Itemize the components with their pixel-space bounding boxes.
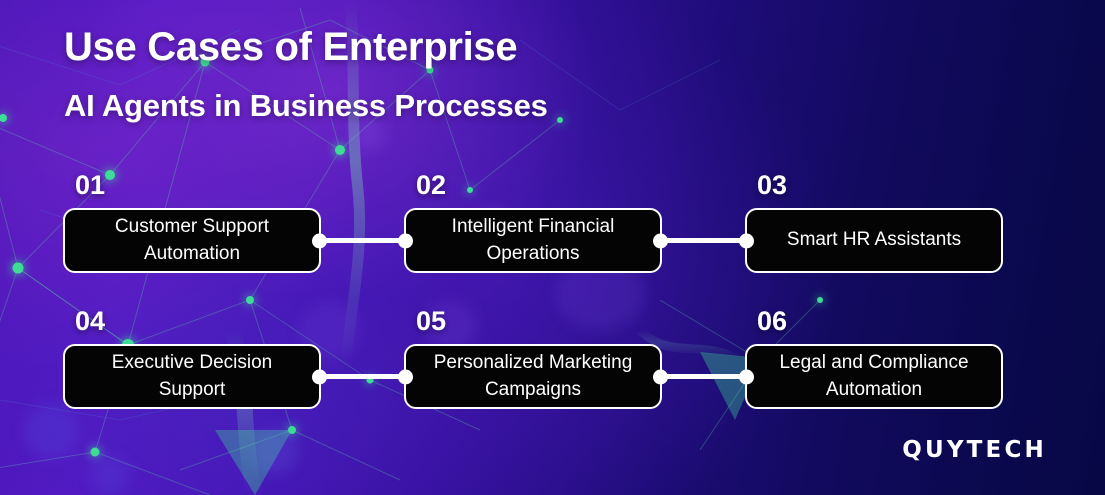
card-number-04: 04 <box>75 306 106 336</box>
card-number-06: 06 <box>757 306 788 336</box>
card-label-line-1: Customer Support <box>114 216 270 238</box>
connector-01-02 <box>317 238 413 243</box>
connector-dot-left <box>398 233 413 248</box>
card-number-02: 02 <box>416 170 447 200</box>
connector-02-03 <box>657 238 753 243</box>
bokeh-glow <box>90 455 130 495</box>
quytech-logo: QUYTECH <box>902 437 1047 463</box>
card-legal-and-compliance-automation[interactable]: Legal and Compliance Automation <box>739 344 1003 409</box>
card-label: Legal and Compliance Automation <box>779 350 968 402</box>
connector-dot-left <box>739 369 754 384</box>
card-03-wrapper: 03 Smart HR Assistants <box>739 170 1003 273</box>
card-label-line-1: Personalized Marketing <box>433 352 633 374</box>
card-label: Executive Decision Support <box>112 350 273 402</box>
card-label-line-1: Legal and Compliance <box>779 352 969 374</box>
title-line-1: Use Cases of Enterprise <box>64 25 518 69</box>
connector-dot-right <box>653 233 668 248</box>
bokeh-glow <box>24 404 78 458</box>
card-01-wrapper: 01 Customer Support Automation <box>63 170 327 273</box>
page-title: Use Cases of Enterprise AI Agents in Bus… <box>64 26 548 123</box>
card-label-line-2: Support <box>158 378 226 400</box>
card-label-line-1: Smart HR Assistants <box>786 229 962 251</box>
card-intelligent-financial-operations[interactable]: Intelligent Financial Operations <box>398 208 668 273</box>
connector-dot-right <box>653 369 668 384</box>
connector-dot-right <box>312 369 327 384</box>
connector-dot-left <box>739 233 754 248</box>
card-customer-support-automation[interactable]: Customer Support Automation <box>63 208 327 273</box>
card-04-wrapper: 04 Executive Decision Support <box>63 306 327 409</box>
card-executive-decision-support[interactable]: Executive Decision Support <box>63 344 327 409</box>
card-label: Intelligent Financial Operations <box>452 214 615 266</box>
title-line-2: AI Agents in Business Processes <box>64 88 548 123</box>
card-label-line-1: Intelligent Financial <box>451 216 615 238</box>
card-number-03: 03 <box>757 170 788 200</box>
card-label-line-2: Automation <box>825 378 923 400</box>
card-label-line-2: Automation <box>143 242 241 264</box>
card-number-05: 05 <box>416 306 447 336</box>
card-06-wrapper: 06 Legal and Compliance Automation <box>739 306 1003 409</box>
card-label-line-2: Operations <box>486 242 580 264</box>
connector-05-06 <box>657 374 753 379</box>
connector-04-05 <box>317 374 413 379</box>
connector-dot-left <box>398 369 413 384</box>
card-label: Smart HR Assistants <box>787 227 961 253</box>
card-number-01: 01 <box>75 170 106 200</box>
connector-dot-right <box>312 233 327 248</box>
card-label-line-2: Campaigns <box>484 378 582 400</box>
bokeh-glow <box>352 118 386 152</box>
bokeh-glow <box>252 428 298 474</box>
card-personalized-marketing-campaigns[interactable]: Personalized Marketing Campaigns <box>398 344 668 409</box>
card-smart-hr-assistants[interactable]: Smart HR Assistants <box>739 208 1003 273</box>
card-label: Personalized Marketing Campaigns <box>434 350 633 402</box>
card-05-wrapper: 05 Personalized Marketing Campaigns <box>398 306 668 409</box>
card-02-wrapper: 02 Intelligent Financial Operations <box>398 170 668 273</box>
card-label: Customer Support Automation <box>115 214 269 266</box>
card-label-line-1: Executive Decision <box>111 352 273 374</box>
